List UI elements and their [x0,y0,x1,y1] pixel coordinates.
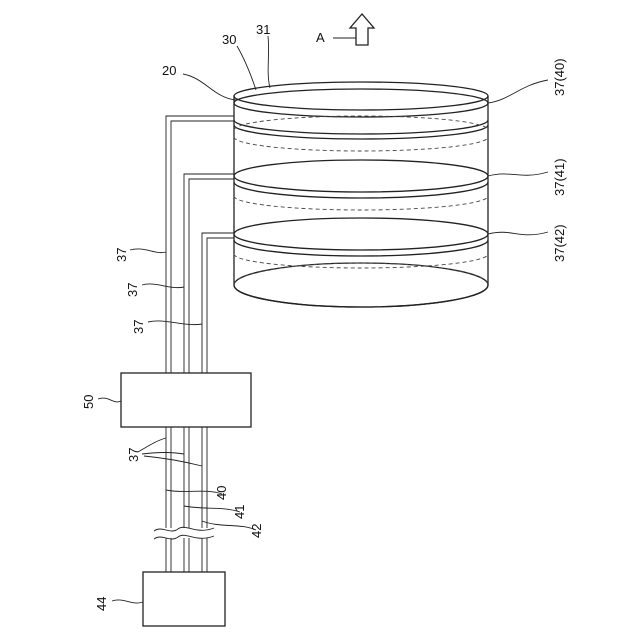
label-50: 50 [81,395,96,409]
label-20: 20 [162,63,176,78]
label-37-41: 37(41) [552,158,567,196]
label-40: 40 [214,486,229,500]
unit-50-box [121,373,251,427]
label-41: 41 [232,505,247,519]
label-37-40: 37(40) [552,58,567,96]
label-42: 42 [249,524,264,538]
label-44: 44 [94,597,109,611]
label-37-c: 37 [131,320,146,334]
label-31: 31 [256,22,270,37]
label-37-42: 37(42) [552,224,567,262]
leader-lines [98,36,548,603]
direction-arrow [333,14,374,45]
label-37-d: 37 [126,448,141,462]
coil-ring-41 [234,160,488,210]
label-37-b: 37 [125,283,140,297]
label-37-a: 37 [114,248,129,262]
unit-44-box [143,572,225,626]
label-30: 30 [222,32,236,47]
coil-ring-40 [234,116,488,151]
label-arrow-a: A [316,30,325,45]
lead-wires-upper [166,116,234,373]
lead-wires-lower [154,427,214,572]
coil-ring-42 [234,218,488,268]
